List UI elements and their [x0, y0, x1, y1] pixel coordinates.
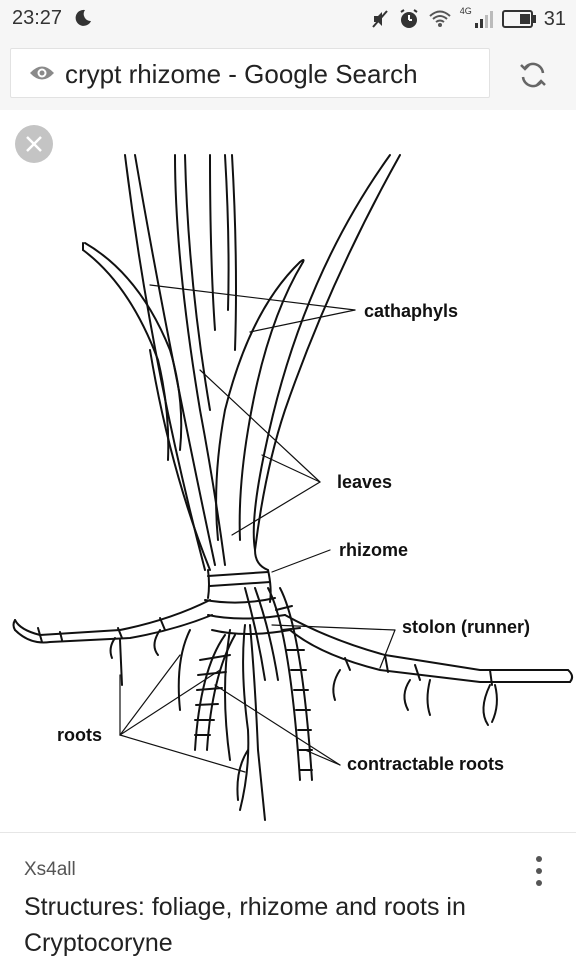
plant-drawing [12, 154, 574, 821]
eye-icon [30, 66, 54, 80]
battery-level: 31 [543, 7, 566, 30]
close-icon [26, 136, 42, 152]
label-cathaphyls: cathaphyls [364, 301, 459, 321]
label-roots: roots [57, 725, 102, 745]
label-leaves: leaves [337, 472, 393, 492]
battery-icon [501, 10, 536, 28]
more-options-icon-dot [536, 868, 542, 874]
refresh-icon [520, 62, 546, 88]
more-options-icon [536, 856, 542, 862]
status-icons: 4G 31 [370, 6, 566, 32]
image-title[interactable]: Structures: foliage, rhizome and roots i… [24, 893, 466, 957]
status-time: 23:27 [12, 7, 63, 29]
refresh-button[interactable] [510, 52, 556, 98]
label-contractable-roots: contractable roots [347, 754, 505, 774]
signal-icon [474, 11, 493, 28]
more-options-button[interactable] [524, 851, 554, 891]
close-button[interactable] [15, 125, 53, 163]
label-stolon: stolon (runner) [402, 617, 530, 637]
network-type: 4G [459, 6, 472, 16]
wifi-icon [429, 10, 451, 27]
url-text: crypt rhizome - Google Search [65, 59, 418, 89]
status-bar: 23:27 4G [0, 0, 576, 38]
moon-icon [75, 9, 91, 26]
alarm-icon [400, 9, 418, 28]
more-options-icon-dot [536, 880, 542, 886]
image-caption[interactable]: Xs4all Structures: foliage, rhizome and … [0, 832, 576, 961]
label-rhizome: rhizome [339, 540, 409, 560]
diagram-image: cathaphyls leaves rhizome stolon (runner… [0, 110, 576, 832]
url-bar[interactable]: crypt rhizome - Google Search [10, 48, 490, 98]
image-source[interactable]: Xs4all [24, 859, 76, 880]
mute-icon [371, 10, 388, 28]
